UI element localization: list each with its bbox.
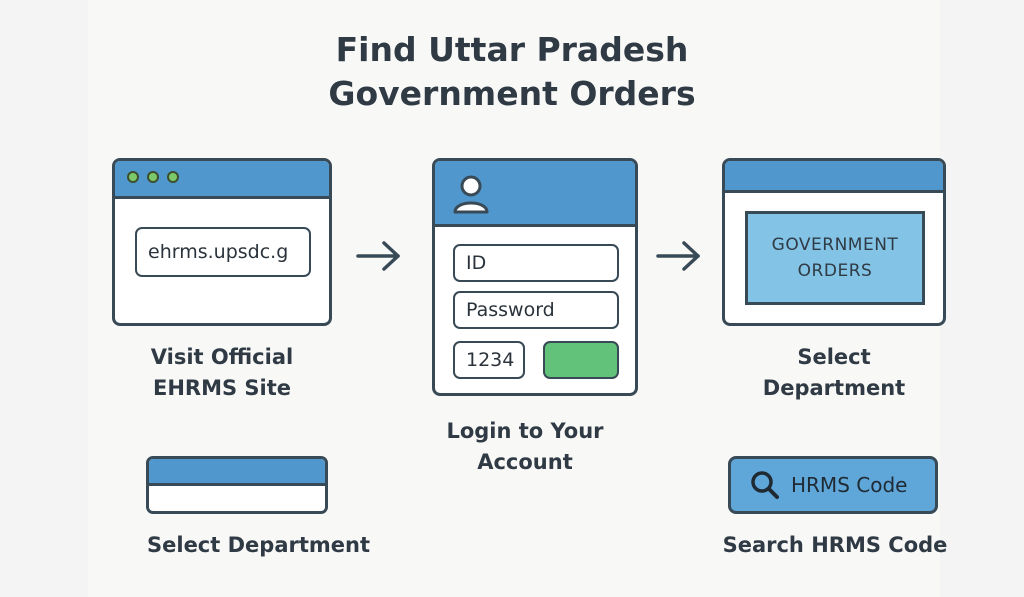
login-header — [435, 161, 635, 227]
hrms-search-text: HRMS Code — [791, 473, 908, 497]
page-title: Find Uttar Pradesh Government Orders — [328, 30, 696, 113]
search-icon — [751, 471, 779, 499]
id-field[interactable]: ID — [453, 244, 619, 282]
government-orders-box[interactable]: GOVERNMENT ORDERS — [745, 211, 925, 305]
captcha-field[interactable]: 1234 — [453, 341, 525, 379]
department-select[interactable] — [146, 456, 328, 514]
department-title-bar — [725, 161, 943, 193]
arrow-right-icon — [356, 241, 400, 271]
step1-label: Visit Official EHRMS Site — [150, 345, 294, 400]
step4-label: Select Department — [147, 533, 370, 557]
window-dot-icon — [127, 171, 139, 183]
step2-label: Login to Your Account — [446, 419, 604, 474]
login-button[interactable] — [543, 341, 619, 379]
login-window: ID Password 1234 — [432, 158, 638, 396]
browser-window: ehrms.upsdc.g — [112, 158, 332, 326]
department-window: GOVERNMENT ORDERS — [722, 158, 946, 326]
step3-label: Select Department — [762, 345, 906, 400]
password-field[interactable]: Password — [453, 291, 619, 329]
user-icon — [453, 175, 489, 214]
department-select-bar — [149, 459, 325, 486]
window-dot-icon — [167, 171, 179, 183]
step5-label: Search HRMS Code — [722, 533, 948, 557]
arrow-right-icon — [656, 241, 700, 271]
url-field[interactable]: ehrms.upsdc.g — [135, 227, 311, 277]
browser-title-bar — [115, 161, 329, 199]
hrms-search-box[interactable]: HRMS Code — [728, 456, 938, 514]
window-dot-icon — [147, 171, 159, 183]
